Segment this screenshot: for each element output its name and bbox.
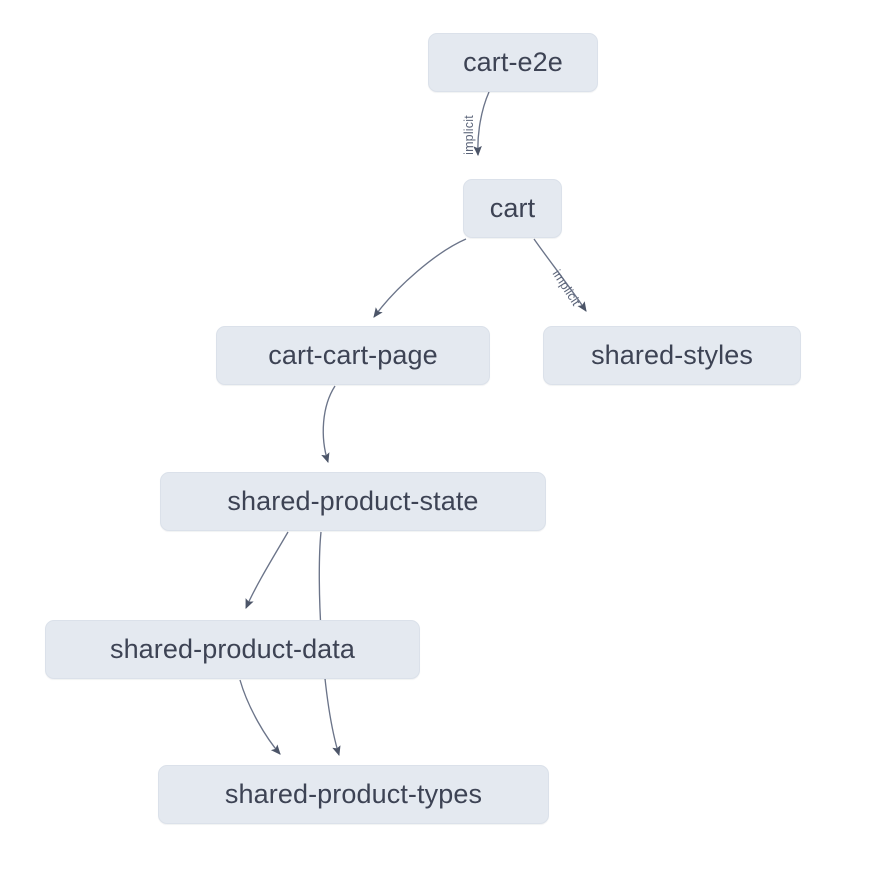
edge-label-cart-e2e-to-cart: implicit — [462, 115, 476, 155]
node-label-shared-product-data: shared-product-data — [109, 634, 356, 664]
node-shared-product-types[interactable]: shared-product-types — [158, 765, 549, 824]
node-label-shared-styles: shared-styles — [591, 340, 753, 370]
node-cart-cart-page[interactable]: cart-cart-page — [216, 326, 490, 385]
edge-cart-e2e-to-cart — [473, 91, 490, 157]
node-cart[interactable]: cart — [463, 179, 562, 238]
node-shared-product-state[interactable]: shared-product-state — [160, 472, 546, 531]
node-shared-product-data[interactable]: shared-product-data — [45, 620, 420, 679]
node-label-shared-product-types: shared-product-types — [224, 779, 483, 809]
node-shared-styles[interactable]: shared-styles — [543, 326, 801, 385]
node-label-cart-e2e: cart-e2e — [463, 47, 563, 77]
edge-label-cart-to-shared-styles: implicit — [550, 267, 584, 308]
node-label-cart: cart — [489, 193, 536, 223]
edge-cart-cart-page-to-shared-product-state — [321, 385, 336, 464]
node-label-cart-cart-page: cart-cart-page — [268, 340, 438, 370]
edge-cart-to-shared-styles — [533, 238, 587, 312]
node-cart-e2e[interactable]: cart-e2e — [428, 33, 598, 92]
edge-shared-product-state-to-shared-product-data — [245, 531, 289, 609]
edge-cart-to-cart-cart-page — [373, 238, 467, 318]
edge-shared-product-data-to-shared-product-types — [239, 679, 281, 755]
node-label-shared-product-state: shared-product-state — [227, 486, 479, 516]
